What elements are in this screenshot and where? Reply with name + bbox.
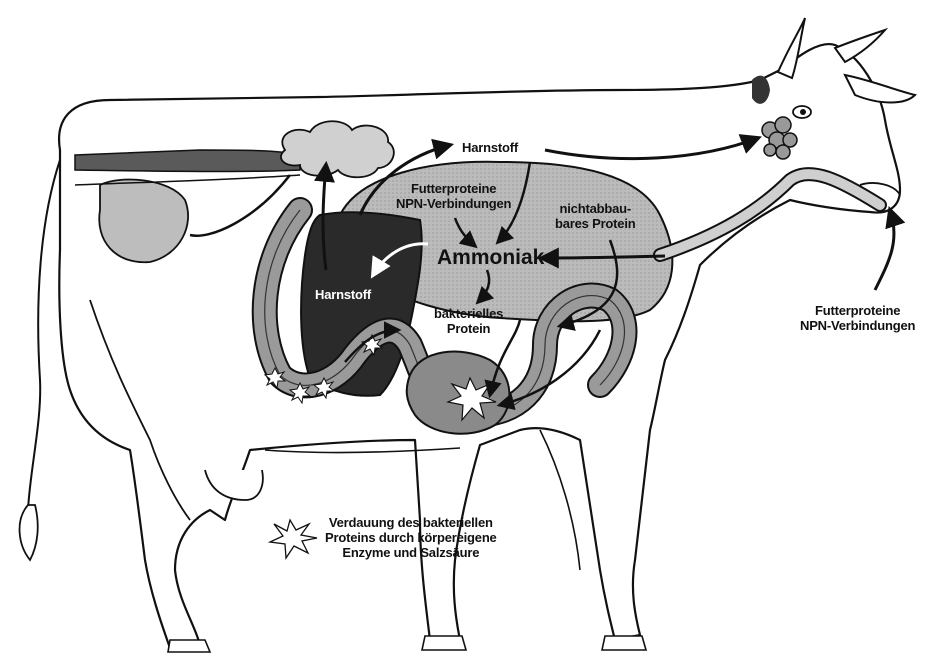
label-ammoniak: Ammoniak bbox=[437, 246, 544, 270]
label-futterproteine-inner-line2: NPN-Verbindungen bbox=[396, 196, 511, 211]
hoof-front bbox=[602, 636, 646, 650]
label-harnstoff-top: Harnstoff bbox=[462, 140, 518, 155]
rear-leg-line bbox=[90, 300, 190, 520]
front-leg-line bbox=[540, 430, 580, 570]
label-bakterielles-line2: Protein bbox=[434, 321, 503, 336]
label-futterproteine-outer: Futterproteine NPN-Verbindungen bbox=[800, 303, 915, 333]
hoof-mid bbox=[422, 636, 466, 650]
esophagus-inner bbox=[660, 174, 880, 255]
legend-text: Verdauung des bakteriellen Proteins durc… bbox=[325, 515, 497, 560]
horn-right bbox=[835, 30, 885, 62]
ear bbox=[845, 75, 915, 103]
cow-tail bbox=[28, 160, 60, 510]
back-organ-band bbox=[75, 150, 300, 172]
legend-line3: Enzyme und Salzsäure bbox=[325, 545, 497, 560]
label-futterproteine-outer-line1: Futterproteine bbox=[800, 303, 915, 318]
label-futterproteine-outer-line2: NPN-Verbindungen bbox=[800, 318, 915, 333]
label-futterproteine-inner: Futterproteine NPN-Verbindungen bbox=[396, 181, 511, 211]
salivary-gland bbox=[762, 117, 797, 159]
label-bakterielles-line1: bakterielles bbox=[434, 306, 503, 321]
label-nichtabbau-line2: bares Protein bbox=[555, 216, 636, 231]
belly-line bbox=[265, 448, 460, 453]
udder bbox=[205, 470, 263, 500]
ureter-line bbox=[75, 175, 300, 185]
ear-inner bbox=[752, 76, 770, 104]
cow-tail-tuft bbox=[20, 505, 38, 560]
legend-line2: Proteins durch körpereigene bbox=[325, 530, 497, 545]
eye-pupil bbox=[800, 109, 806, 115]
arrow-harnstoff-to-head bbox=[545, 138, 758, 159]
label-harnstoff-liver: Harnstoff bbox=[315, 287, 371, 302]
label-nichtabbau: nichtabbau- bares Protein bbox=[555, 201, 636, 231]
kidney bbox=[99, 180, 188, 263]
legend-line1: Verdauung des bakteriellen bbox=[325, 515, 497, 530]
label-futterproteine-inner-line1: Futterproteine bbox=[396, 181, 511, 196]
star-burst-icon bbox=[270, 520, 317, 558]
arrow-external-feed bbox=[875, 210, 894, 290]
label-nichtabbau-line1: nichtabbau- bbox=[555, 201, 636, 216]
horn-left bbox=[778, 18, 805, 78]
label-bakterielles-protein: bakterielles Protein bbox=[434, 306, 503, 336]
hoof-rear bbox=[168, 640, 210, 652]
